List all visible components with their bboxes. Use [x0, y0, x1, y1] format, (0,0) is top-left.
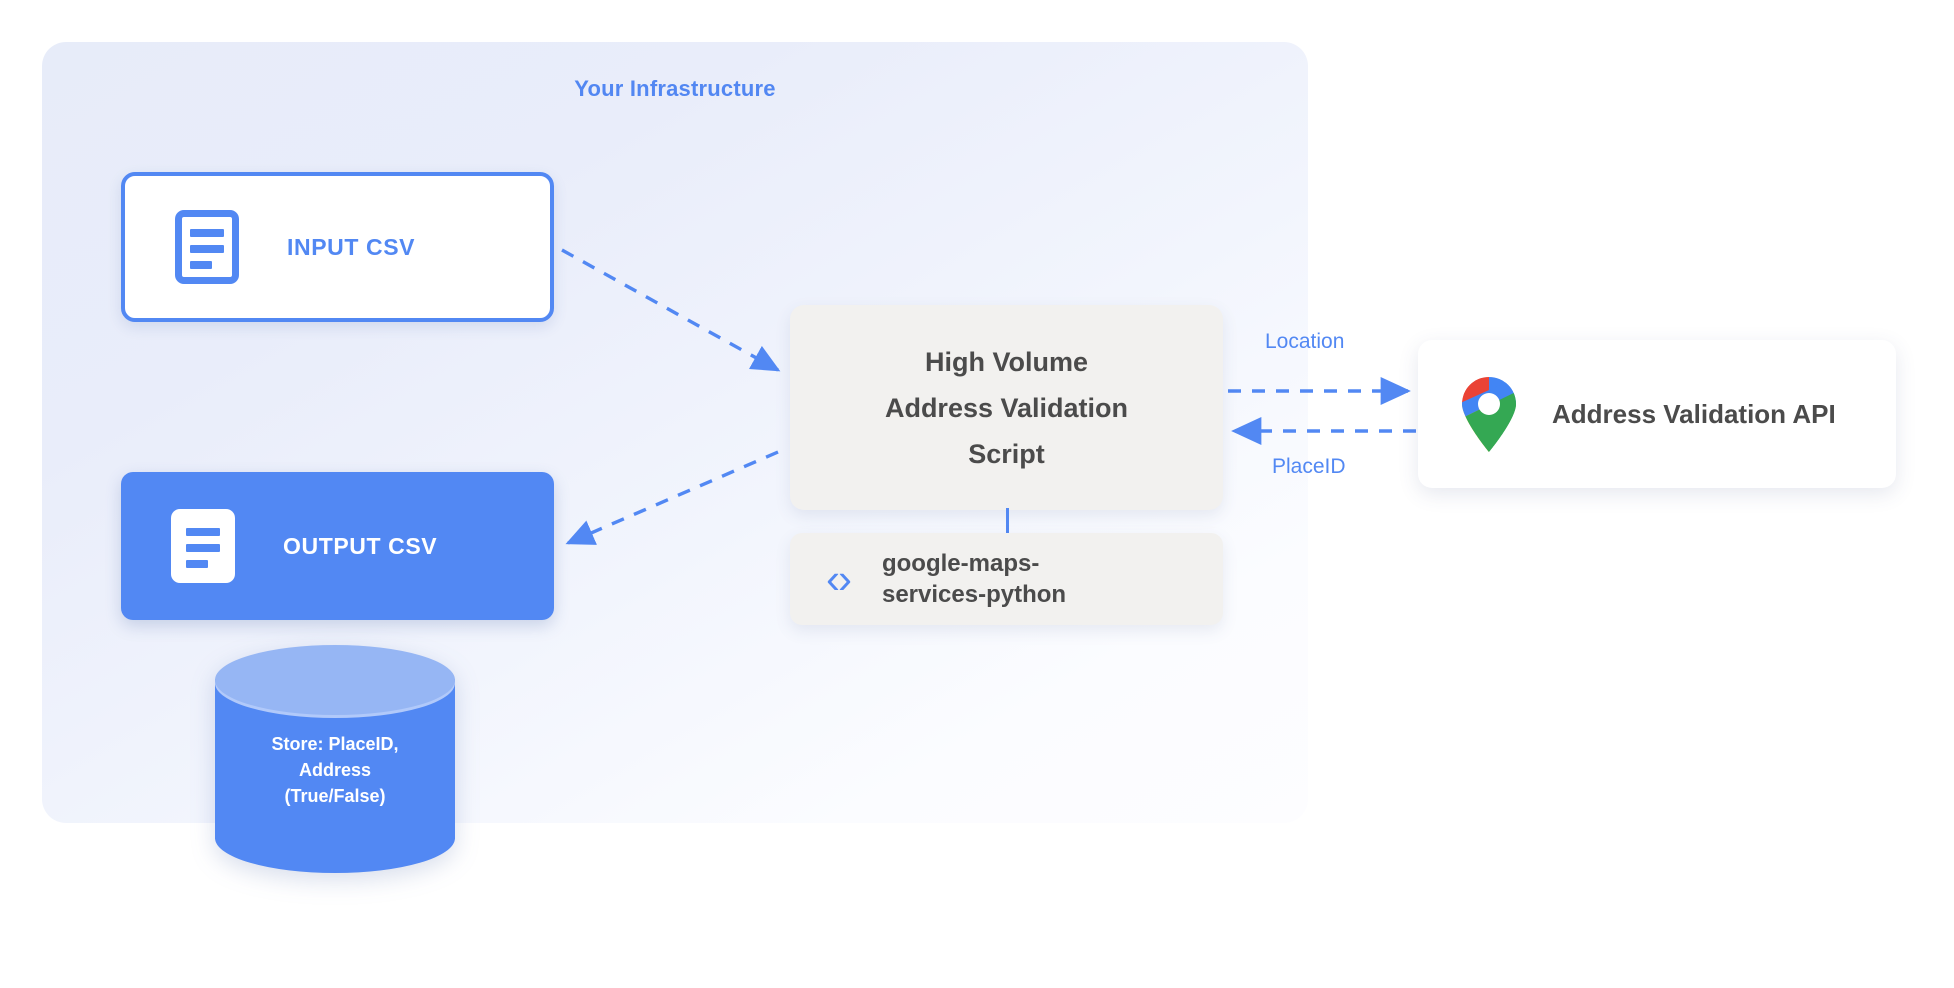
- database-cylinder[interactable]: Store: PlaceID, Address (True/False): [215, 645, 455, 873]
- document-icon: [175, 210, 239, 284]
- output-csv-label: OUTPUT CSV: [283, 532, 438, 559]
- script-line-1: High Volume: [924, 346, 1088, 377]
- cylinder-top: [215, 645, 455, 715]
- library-line-1: google-maps-: [881, 550, 1040, 577]
- google-maps-pin-icon: [1458, 376, 1520, 452]
- api-label: Address Validation API: [1552, 398, 1836, 429]
- infrastructure-title: Your Infrastructure: [574, 76, 776, 101]
- script-line-3: Script: [968, 438, 1045, 469]
- code-brackets-icon: ‹›: [826, 555, 852, 602]
- database-line-1: Store: PlaceID,: [271, 734, 399, 754]
- library-node[interactable]: ‹› google-maps- services-python: [790, 533, 1223, 625]
- database-line-2: Address: [298, 760, 372, 780]
- script-node[interactable]: High Volume Address Validation Script: [790, 305, 1223, 510]
- script-library-connector: [1006, 508, 1009, 536]
- address-validation-api-node[interactable]: Address Validation API: [1418, 340, 1896, 488]
- database-text: Store: PlaceID, Address (True/False): [215, 731, 455, 809]
- input-csv-label: INPUT CSV: [287, 233, 416, 260]
- output-csv-node[interactable]: OUTPUT CSV: [121, 472, 554, 620]
- document-icon: [171, 509, 235, 583]
- library-label: google-maps- services-python: [882, 548, 1066, 610]
- edge-label-location: Location: [1265, 330, 1345, 353]
- library-line-2: services-python: [881, 581, 1067, 608]
- script-line-2: Address Validation: [884, 392, 1129, 423]
- input-csv-node[interactable]: INPUT CSV: [121, 172, 554, 322]
- database-line-3: (True/False): [284, 786, 386, 806]
- edge-label-placeid: PlaceID: [1272, 455, 1346, 478]
